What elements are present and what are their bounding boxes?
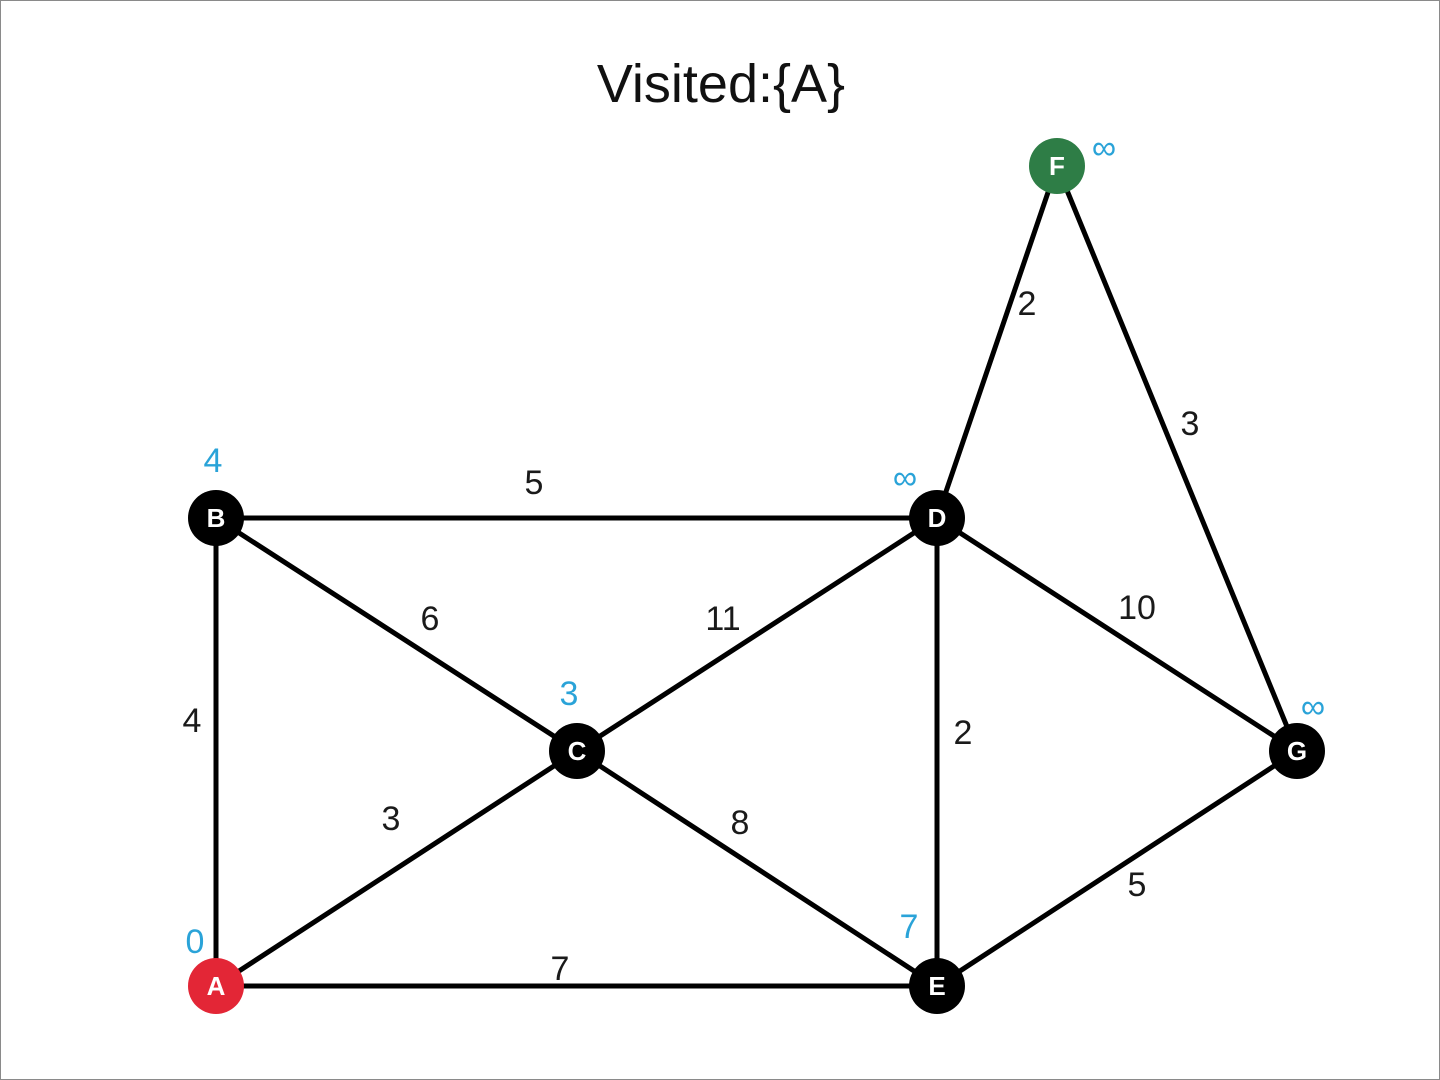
distance-label-a: 0 [186,923,205,961]
edge-weight-d-g: 10 [1118,589,1156,627]
node-g: G [1269,723,1325,779]
distance-label-f: ∞ [1092,129,1116,167]
node-b: B [188,490,244,546]
node-d: D [909,490,965,546]
distance-label-c: 3 [560,675,579,713]
visited-set-title: Visited:{A} [596,54,846,114]
node-label-a: A [207,971,226,1001]
edge-weight-a-e: 7 [551,950,570,988]
edge-weight-c-e: 8 [731,804,750,842]
edge-weight-f-g: 3 [1181,405,1200,443]
node-circle-c [549,723,605,779]
node-label-e: E [928,971,945,1001]
edge-weight-b-c: 6 [421,600,440,638]
node-c: C [549,723,605,779]
node-label-b: B [207,503,226,533]
distance-label-b: 4 [204,442,223,480]
node-circle-e [909,958,965,1014]
edge-f-g [1054,163,1300,754]
edge-weight-a-c: 3 [382,800,401,838]
edge-c-d [574,515,940,754]
node-circle-f [1029,138,1085,194]
node-label-d: D [928,503,947,533]
node-label-g: G [1287,736,1307,766]
edge-weights-layer: 4 3 7 6 5 11 8 2 2 10 3 5 [183,285,1200,988]
node-label-f: F [1049,151,1065,181]
node-e: E [909,958,965,1014]
node-a: A [188,958,244,1014]
nodes-layer: A B C D E F G [188,138,1325,1014]
edges-layer [213,163,1300,989]
edge-d-g [934,515,1300,754]
node-circle-d [909,490,965,546]
distance-label-g: ∞ [1301,688,1325,726]
node-label-c: C [568,736,587,766]
distance-label-d: ∞ [893,459,917,497]
node-f: F [1029,138,1085,194]
edge-e-g [934,748,1300,989]
edge-weight-d-e: 2 [954,714,973,752]
distance-labels-layer: 0 4 3 ∞ 7 ∞ ∞ [186,129,1326,961]
distance-label-e: 7 [900,908,919,946]
edge-weight-b-d: 5 [525,464,544,502]
edge-weight-a-b: 4 [183,702,202,740]
edge-weight-c-d: 11 [705,600,740,638]
edge-d-f [934,163,1060,521]
node-circle-a [188,958,244,1014]
edge-weight-e-g: 5 [1128,866,1147,904]
edge-b-c [213,515,580,754]
edge-weight-d-f: 2 [1018,285,1037,323]
edge-c-e [574,748,940,989]
node-circle-g [1269,723,1325,779]
node-circle-b [188,490,244,546]
edge-a-c [213,748,580,989]
